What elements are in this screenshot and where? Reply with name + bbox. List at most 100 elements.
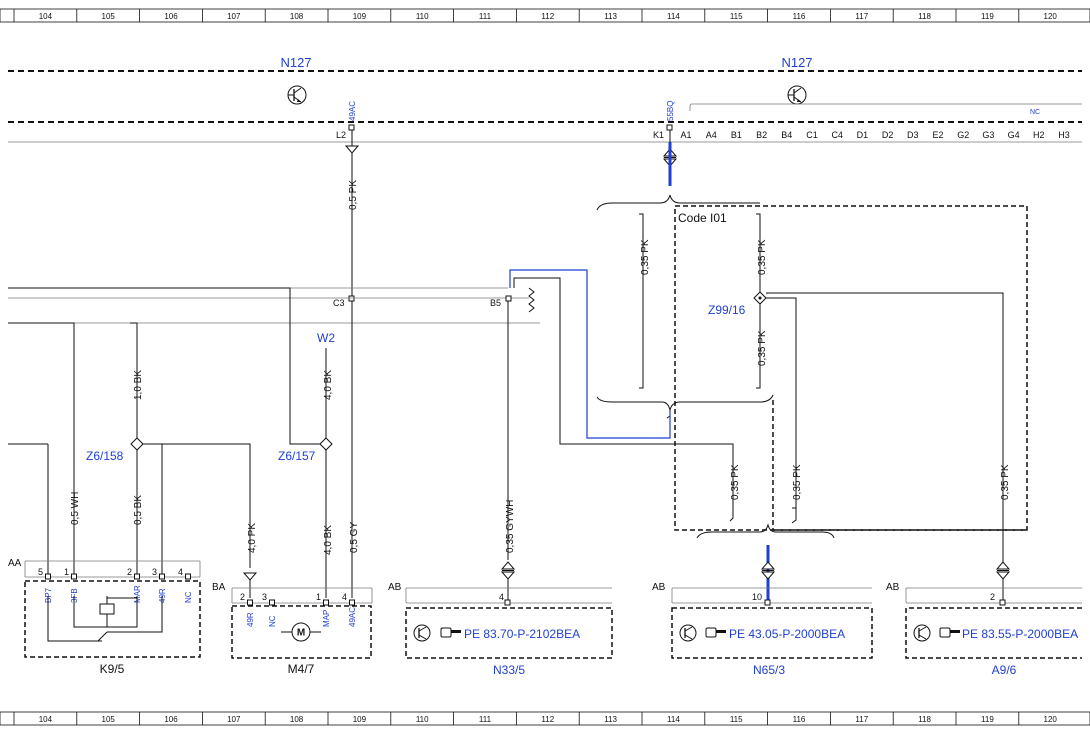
pin-c3: C3: [333, 298, 345, 308]
n65-header: AB: [652, 582, 666, 593]
pin-terminal: [247, 599, 253, 606]
motor-icon: M: [281, 622, 321, 642]
wire-label: 0,35 GYWH: [505, 500, 516, 553]
wire-label: 0,5 PK: [348, 180, 359, 210]
m4-pin-label: NC: [268, 615, 277, 627]
wire-pk-b: [756, 213, 761, 292]
pin-label-55bq: 55BQ: [666, 101, 675, 121]
n127-label-left[interactable]: N127: [280, 55, 311, 70]
a9-name[interactable]: A9/6: [992, 663, 1017, 677]
module-a9-6[interactable]: AB 2 PE 83.55-P-2000BEA A9/6: [886, 561, 1082, 677]
pin-k1: K1: [653, 130, 664, 140]
w2-label[interactable]: W2: [317, 331, 335, 345]
n33-ref[interactable]: PE 83.70-P-2102BEA: [464, 627, 580, 641]
wire-label: 0,35 PK: [757, 239, 768, 275]
k9-header: AA: [8, 558, 22, 569]
connector-label: D2: [882, 130, 894, 140]
connector-plug: [995, 561, 1011, 580]
m4-pin-label: 49R: [246, 612, 255, 627]
grid-number: 105: [102, 12, 116, 21]
grid-number: 119: [981, 715, 994, 724]
grid-number: 113: [604, 12, 617, 21]
splice-label-z99[interactable]: Z99/16: [708, 303, 746, 317]
grid-number: 107: [227, 12, 241, 21]
pin-terminal: [504, 599, 511, 606]
connector-plug: [242, 572, 258, 581]
connector-label: B4: [781, 130, 792, 140]
connector-label: A1: [680, 130, 691, 140]
n33-pin: 4: [499, 592, 504, 602]
transistor-icon: [913, 624, 931, 642]
wire-label: 0,35 PK: [730, 464, 741, 500]
connector-label: D3: [907, 130, 919, 140]
grid-number: 113: [604, 715, 617, 724]
n33-name[interactable]: N33/5: [493, 663, 525, 677]
n65-ref[interactable]: PE 43.05-P-2000BEA: [729, 627, 845, 641]
m4-pin-label: MAP: [322, 610, 331, 627]
connector-label: G4: [1008, 130, 1020, 140]
relay-contacts: [47, 596, 163, 642]
pointing-hand-icon: [705, 627, 726, 638]
nc-label: NC: [1030, 109, 1040, 116]
lower-brace: [696, 523, 835, 539]
grid-number: 108: [290, 715, 304, 724]
resistor-zigzag: [528, 287, 535, 313]
connector-label: B2: [756, 130, 767, 140]
grid-number: 115: [730, 715, 743, 724]
module-n65-3[interactable]: AB 10 PE 43.05-P-2000BEA N65/3: [652, 545, 873, 677]
m4-pin-number: 1: [316, 592, 321, 602]
grid-number: 116: [793, 12, 806, 21]
grid-number: 112: [541, 715, 554, 724]
k9-pin-number: 2: [127, 567, 132, 577]
pin-terminal: [348, 295, 355, 302]
connector-label: G2: [957, 130, 969, 140]
a9-ref[interactable]: PE 83.55-P-2000BEA: [962, 627, 1078, 641]
pin-terminal: [134, 573, 140, 580]
grid-number: 117: [855, 715, 868, 724]
transistor-icon: [287, 85, 307, 105]
n127-label-right[interactable]: N127: [781, 55, 812, 70]
grid-number: 120: [1044, 12, 1058, 21]
connector-label: C4: [831, 130, 843, 140]
connector-label: H2: [1033, 130, 1045, 140]
splice-dot: [758, 296, 762, 300]
k9-pin-number: 1: [64, 567, 69, 577]
k9-name: K9/5: [100, 662, 125, 676]
wire-label: 0,5 WH: [70, 492, 81, 525]
m4-pin-label: 49AC: [348, 607, 357, 627]
grid-number: 109: [353, 715, 367, 724]
blue-shield-wire: [509, 269, 671, 439]
pin-terminal: [159, 573, 165, 580]
wire-wh: [8, 322, 75, 575]
code-label: Code I01: [678, 211, 727, 225]
pin-terminal: [323, 599, 329, 606]
grid-number: 104: [39, 12, 53, 21]
module-n33-5[interactable]: AB 4 PE 83.70-P-2102BEA N33/5: [388, 561, 613, 677]
grid-number: 116: [793, 715, 806, 724]
wire-pk-e: [791, 507, 797, 524]
n65-name[interactable]: N65/3: [753, 663, 785, 677]
connector-label: B1: [731, 130, 742, 140]
connector-plug: [344, 130, 360, 154]
k9-pin-number: 4: [178, 567, 183, 577]
wire-pk-40: [162, 443, 251, 568]
pin-terminal: [269, 599, 275, 606]
transistor-icon: [787, 85, 807, 105]
splice-label-z6-157[interactable]: Z6/157: [278, 449, 316, 463]
pin-terminal: [45, 573, 51, 580]
grid-number: 112: [541, 12, 554, 21]
connector-label: G3: [982, 130, 994, 140]
pin-terminal: [185, 573, 191, 580]
grid-number: 110: [416, 715, 429, 724]
nc-line: [689, 103, 1082, 111]
grid-number: 107: [227, 715, 241, 724]
pin-terminal: [666, 124, 673, 131]
connector-plug: [760, 561, 776, 580]
grid-number: 106: [164, 715, 178, 724]
pointing-hand-icon: [440, 627, 461, 638]
splice-label-z6-158[interactable]: Z6/158: [86, 449, 124, 463]
